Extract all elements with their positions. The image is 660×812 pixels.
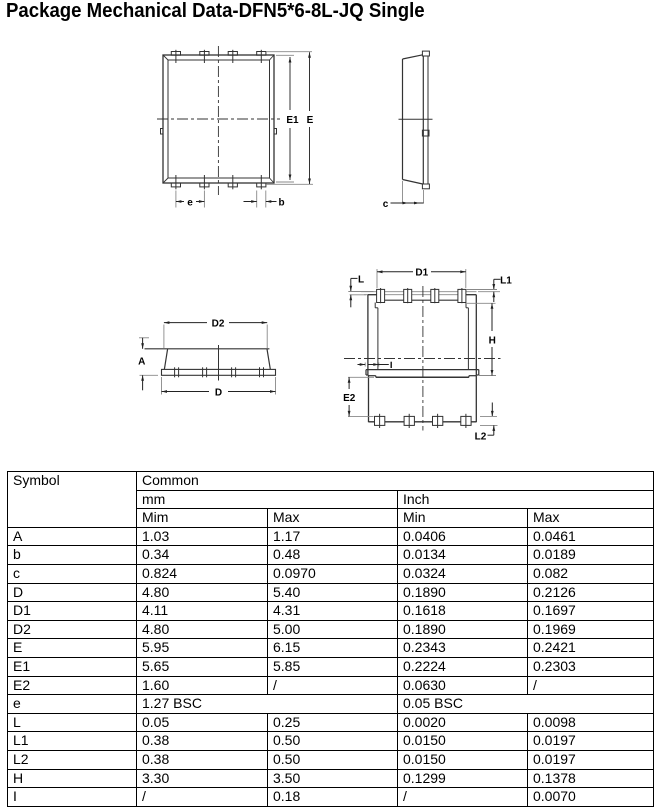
svg-text:b: b bbox=[278, 198, 284, 209]
svg-text:e: e bbox=[187, 198, 193, 209]
svg-text:D2: D2 bbox=[212, 319, 225, 330]
svg-text:E1: E1 bbox=[286, 115, 299, 126]
svg-text:L1: L1 bbox=[500, 275, 512, 286]
svg-text:L: L bbox=[358, 275, 364, 286]
svg-text:H: H bbox=[489, 335, 496, 346]
svg-text:D1: D1 bbox=[415, 268, 428, 279]
svg-text:E2: E2 bbox=[343, 393, 356, 404]
svg-text:D: D bbox=[215, 387, 222, 398]
svg-text:L2: L2 bbox=[475, 431, 487, 442]
svg-text:A: A bbox=[138, 357, 145, 368]
svg-text:E: E bbox=[307, 115, 314, 126]
svg-text:c: c bbox=[383, 199, 389, 210]
